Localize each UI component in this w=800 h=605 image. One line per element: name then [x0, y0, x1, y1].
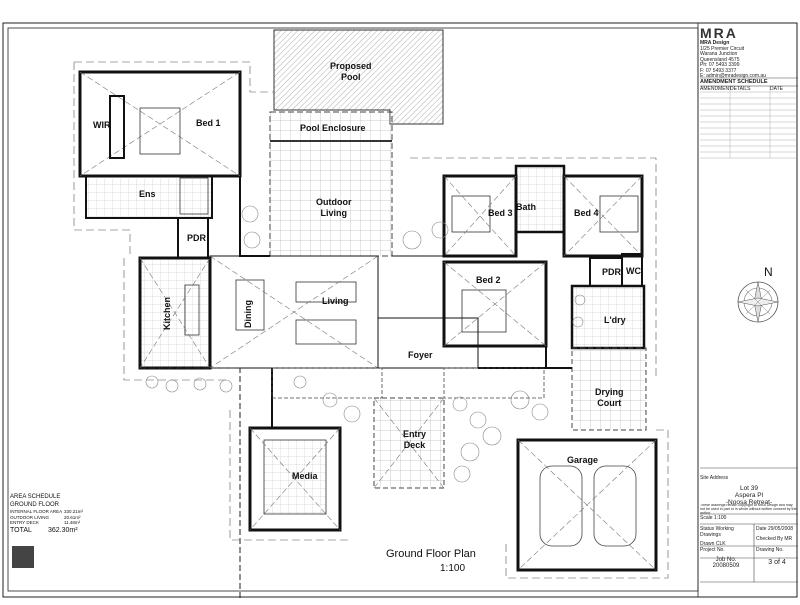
drawn-value: CLK: [715, 541, 726, 547]
plan-scale: 1:100: [440, 563, 466, 574]
room-label-line: Deck: [403, 440, 426, 450]
area-row-label: OUTDOOR LIVING: [10, 514, 50, 520]
room-label-proposed-pool: Proposed Pool: [330, 62, 372, 82]
job-label: Job No.: [715, 556, 737, 563]
room-label-line: Living: [320, 208, 348, 218]
site-address-label: Site Address: [700, 475, 729, 481]
room-label-wir: WIR: [93, 120, 111, 130]
plan-title: Ground Floor Plan: [386, 548, 476, 560]
area-row: OUTDOOR LIVING 20.61m²: [10, 515, 83, 521]
date-label: Date: [756, 526, 767, 532]
date-row: Date 29/05/2008 Checked By MR: [756, 526, 798, 542]
room-label-ens: Ens: [139, 189, 156, 199]
company-address-3: Queensland 4575: [700, 56, 740, 63]
room-label-bed3: Bed 3: [488, 208, 513, 218]
area-total-label: TOTAL: [10, 526, 32, 534]
company-phone: Ph: 07 5493 3399: [700, 62, 740, 69]
room-label-pdr1: PDR: [187, 233, 207, 243]
room-label-media: Media: [292, 471, 318, 481]
estate-name: -Noosa Retreat-: [725, 498, 773, 506]
scale-value: 1:100: [713, 515, 727, 521]
room-label-line: Court: [597, 398, 622, 408]
area-total-value: 362.30m²: [48, 526, 78, 534]
north-label: N: [764, 265, 773, 279]
scale-row: Scale 1:100: [700, 515, 798, 522]
room-label-garage: Garage: [567, 455, 599, 465]
amendment-col: AMENDMENT: [700, 86, 733, 92]
room-label-line: Outdoor: [316, 197, 352, 207]
lot-number: Lot 39: [739, 484, 759, 492]
date-value: 29/05/2008: [767, 526, 793, 532]
company-address-1: 1/25 Premier Circuit: [700, 45, 745, 52]
room-label-outdoor-living: Outdoor Living: [316, 198, 352, 218]
room-label-ldry: L'dry: [604, 315, 626, 325]
area-schedule-heading: AREA SCHEDULE: [10, 494, 61, 500]
room-label-bed2: Bed 2: [476, 275, 501, 285]
status-label: Status: [700, 526, 715, 532]
room-label-pdr2: PDR: [602, 267, 622, 277]
project-label: Project No.: [700, 547, 725, 553]
area-row-label: INTERNAL FLOOR AREA: [10, 509, 63, 514]
room-label-entry-deck: Entry Deck: [403, 430, 426, 450]
drawing-label: Drawing No.: [756, 547, 784, 553]
area-row: ENTRY DECK 11.48m²: [10, 520, 83, 526]
company-email: E: admin@mradesign.com.au: [700, 73, 766, 80]
room-label-line: Drying: [595, 387, 624, 397]
checked-value: MR: [784, 535, 793, 542]
room-label-bed4: Bed 4: [574, 208, 599, 218]
company-name: MRA Design: [700, 40, 730, 47]
area-schedule: AREA SCHEDULE GROUND FLOOR INTERNAL FLOO…: [10, 494, 83, 536]
job-value: 20080509: [712, 563, 740, 570]
scale-label: Scale: [700, 515, 713, 521]
drawing-value: 3 of 4: [768, 558, 786, 566]
room-label-line: Entry: [403, 429, 427, 439]
area-row-value: 20.61m²: [64, 514, 81, 520]
north-arrow-icon: [737, 281, 779, 323]
status-value: Working Drawings: [700, 526, 734, 538]
copyright-note: These drawings remain copyright of MRA D…: [700, 504, 797, 514]
checked-label: Checked By: [756, 535, 783, 542]
room-label-dining: Dining: [243, 300, 253, 328]
room-label-bath: Bath: [516, 202, 536, 212]
site-address: Site Address Lot 39 Aspera Pl -Noosa Ret…: [700, 475, 798, 506]
area-schedule-subheading: GROUND FLOOR: [10, 501, 60, 508]
title-block-header: MRA MRA Design 1/25 Premier Circuit Wara…: [700, 25, 798, 80]
status-row: Status Working Drawings Drawn CLK: [700, 526, 752, 548]
amendment-columns: AMENDMENTDETAILS DATE: [700, 86, 798, 93]
room-label-foyer: Foyer: [408, 350, 433, 360]
room-label-pool-enclosure: Pool Enclosure: [300, 123, 366, 133]
room-label-line: Proposed: [330, 61, 372, 71]
street-name: Aspera Pl: [734, 491, 764, 499]
amendment-col: DETAILS: [730, 86, 751, 92]
amendment-heading: AMENDMENT SCHEDULE: [700, 79, 768, 85]
drawing-row: Drawing No. 3 of 4: [756, 547, 798, 566]
project-row: Project No. Job No. 20080509: [700, 547, 752, 570]
company-address-2: Warana Junction: [700, 51, 738, 58]
room-label-living: Living: [322, 296, 349, 306]
company-logo: MRA: [700, 25, 738, 41]
drawn-label: Drawn: [700, 541, 715, 547]
company-fax: F: 07 5493 3377: [700, 67, 737, 74]
room-label-line: Pool: [341, 72, 361, 82]
area-row-value: 330.21m²: [64, 509, 84, 514]
area-row-value: 11.48m²: [64, 520, 81, 526]
room-label-wc: WC: [626, 266, 641, 276]
area-row-label: ENTRY DECK: [10, 520, 39, 526]
amendment-col: DATE: [770, 86, 783, 92]
room-label-drying-court: Drying Court: [595, 388, 624, 408]
room-label-bed1: Bed 1: [196, 118, 221, 128]
area-total: TOTAL 362.30m²: [10, 527, 83, 536]
room-label-kitchen: Kitchen: [162, 296, 172, 330]
